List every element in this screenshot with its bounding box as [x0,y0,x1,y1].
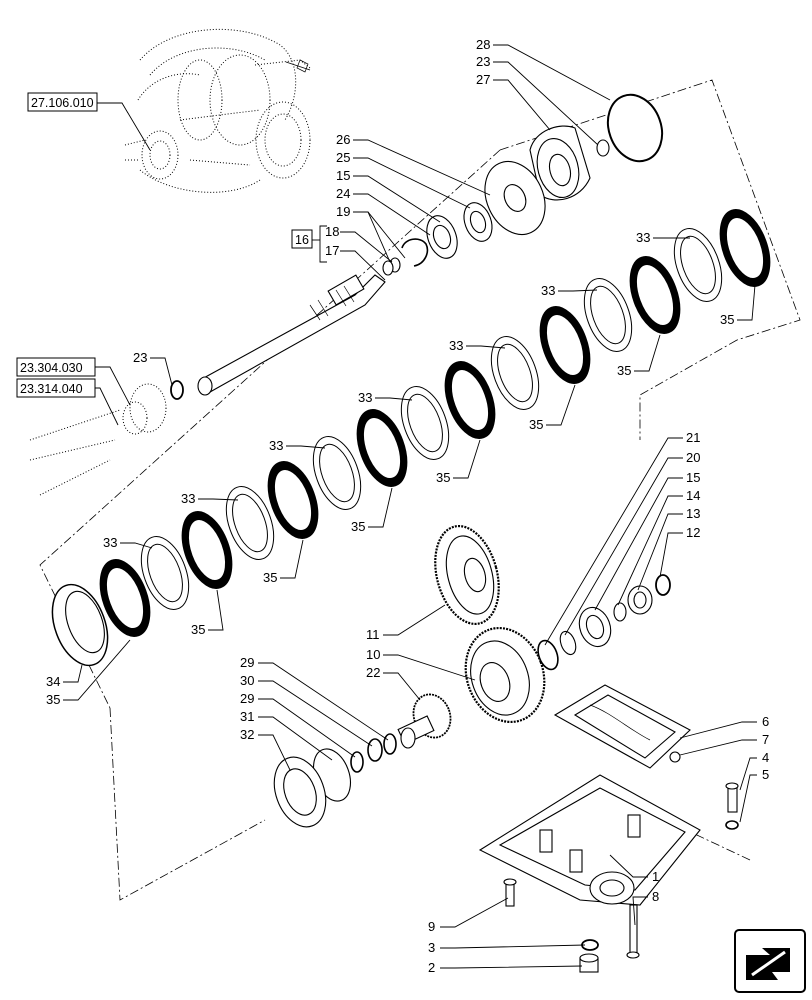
callout-3: 3 [428,940,435,955]
ref-label-23a[interactable]: 23.304.030 [20,361,83,375]
callout-10: 10 [366,647,380,662]
callout-32: 32 [240,727,254,742]
callout-2: 2 [428,960,435,975]
callout-33-d: 33 [358,390,372,405]
callout-33-b: 33 [541,283,555,298]
callout-29-a: 29 [240,655,254,670]
callout-35-b: 35 [617,363,631,378]
sump-group [478,684,739,973]
callout-35-g: 35 [191,622,205,637]
leader-lines [63,44,757,969]
callout-numbers: 28 23 27 26 25 15 24 19 18 17 23 33 35 3… [46,37,769,975]
callout-20: 20 [686,450,700,465]
callout-35-d: 35 [436,470,450,485]
callout-30: 30 [240,673,254,688]
callout-33-e: 33 [269,438,283,453]
callout-35-c: 35 [529,417,543,432]
callout-22: 22 [366,665,380,680]
ref-box-27[interactable] [27,92,98,112]
ref-box-23a[interactable] [16,357,96,377]
callout-33-a: 33 [636,230,650,245]
callout-15-right: 15 [686,470,700,485]
callout-35-e: 35 [351,519,365,534]
callout-23-mid: 23 [133,350,147,365]
ref-label-23b[interactable]: 23.314.040 [20,382,83,396]
ref-label-27[interactable]: 27.106.010 [31,96,94,110]
callout-35-f: 35 [263,570,277,585]
callout-23-top: 23 [476,54,490,69]
callout-33-c: 33 [449,338,463,353]
callout-26: 26 [336,132,350,147]
back-arrow-icon[interactable] [734,929,806,993]
callout-8: 8 [652,889,659,904]
callout-24: 24 [336,186,350,201]
clutch-pack [51,209,771,667]
callout-18: 18 [325,224,339,239]
callout-19: 19 [336,204,350,219]
callout-9: 9 [428,919,435,934]
callout-33-f: 33 [181,491,195,506]
callout-29-b: 29 [240,691,254,706]
callout-7: 7 [762,732,769,747]
callout-33-g: 33 [103,535,117,550]
gear-group [273,524,671,828]
callout-28: 28 [476,37,490,52]
ref-box-16[interactable] [291,229,313,249]
ref-label-16[interactable]: 16 [295,233,309,247]
callout-27: 27 [476,72,490,87]
callout-14: 14 [686,488,700,503]
callout-31: 31 [240,709,254,724]
upper-shaft-group [29,93,664,496]
callout-25: 25 [336,150,350,165]
callout-6: 6 [762,714,769,729]
callout-13: 13 [686,506,700,521]
ref-box-23b[interactable] [16,378,96,398]
callout-35-h: 35 [46,692,60,707]
callout-35-a: 35 [720,312,734,327]
callout-1: 1 [652,869,659,884]
callout-15-top: 15 [336,168,350,183]
callout-21: 21 [686,430,700,445]
callout-4: 4 [762,750,769,765]
callout-11: 11 [366,627,380,642]
callout-12: 12 [686,525,700,540]
differential-housing-sketch [124,28,311,193]
callout-17: 17 [325,243,339,258]
reference-boxes: 27.106.010 16 23.304.030 23.314.040 [16,92,327,398]
callout-5: 5 [762,767,769,782]
callout-34: 34 [46,674,60,689]
